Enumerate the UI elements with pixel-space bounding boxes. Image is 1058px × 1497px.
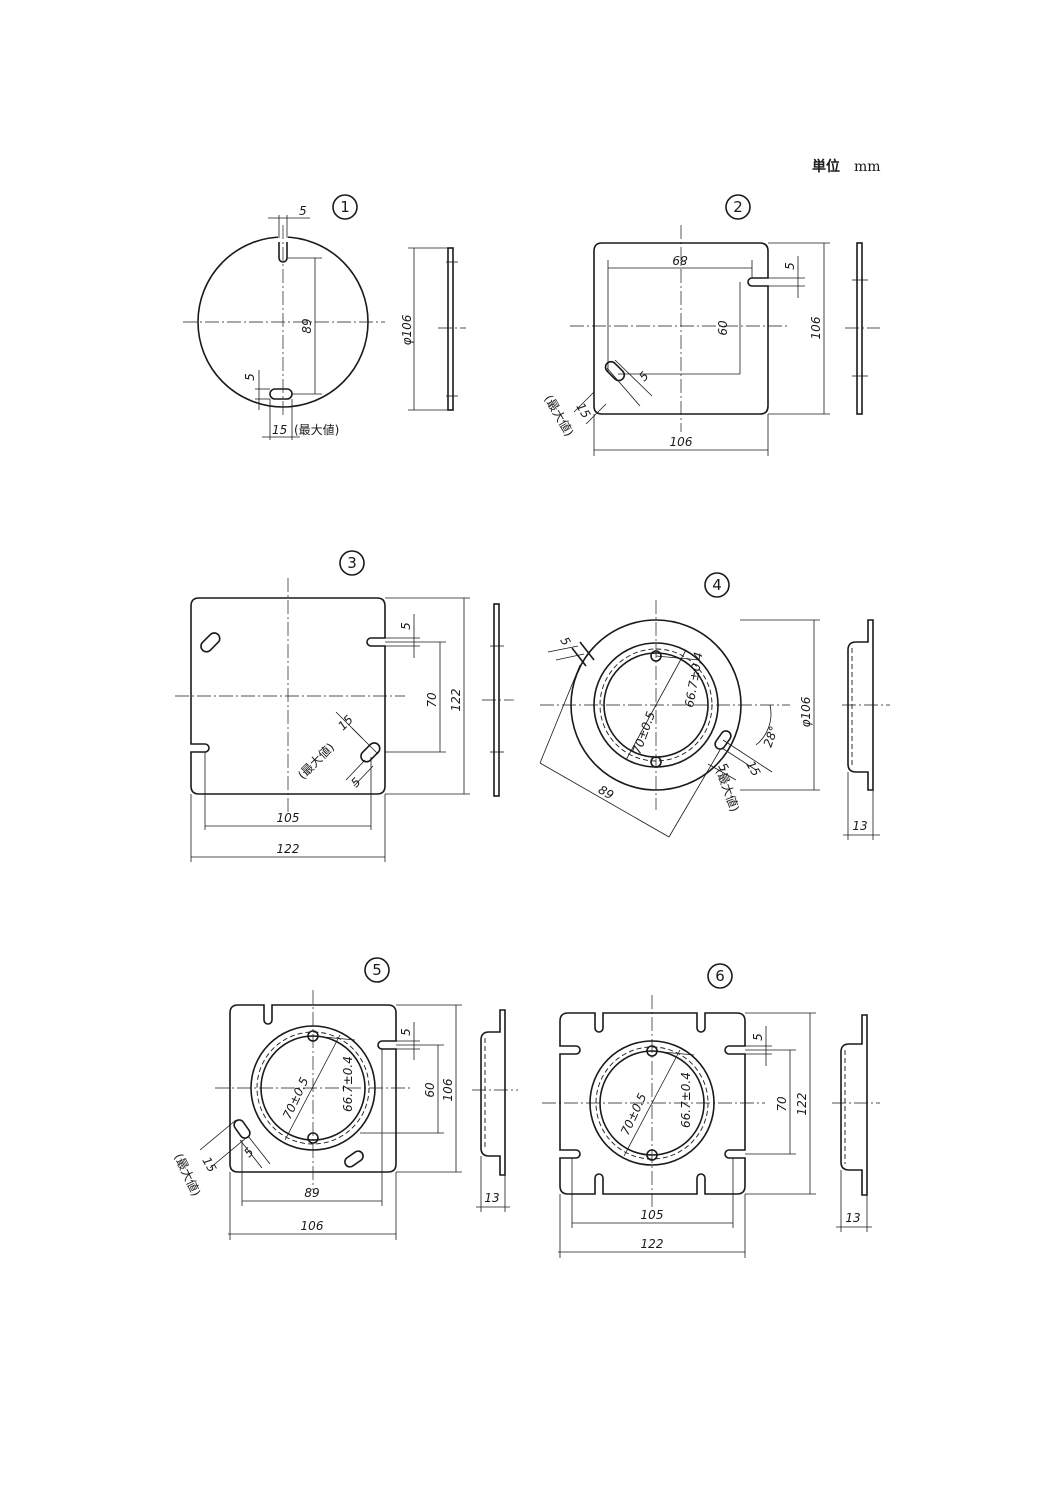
figure-4-number-circle [704, 572, 730, 598]
figure-1-number-circle [332, 194, 358, 220]
unit-title: 単位 [812, 159, 840, 175]
figure-5-dim-width: 106 [301, 1219, 324, 1233]
figure-6-dim-bolt-spacing: 66.7±0.4 [679, 1072, 693, 1128]
figure-6-dim-height: 122 [795, 1093, 809, 1116]
figure-2-note: (最大値) [541, 392, 577, 439]
figure-6-dim-width: 122 [641, 1237, 664, 1251]
figure-5-dim-slot-length: 15 [199, 1155, 219, 1175]
figure-1-dim-slot-length: 15 [272, 423, 287, 437]
figure-2-number-circle [725, 194, 751, 220]
figure-3-dim-slot-length: 15 [335, 712, 356, 733]
figure-2-number: 2 [733, 198, 743, 216]
figure-3-note: (最大値) [295, 739, 338, 782]
figure-4-dim-slot-width: 5 [557, 635, 573, 649]
figure-1-bottom-hole [269, 388, 293, 400]
figure-2-dim-height: 106 [809, 316, 823, 339]
figure-3: 3 5 70 122 15 (最大値) [175, 550, 514, 862]
figure-6: 6 66.7±0.4 70±0.5 5 70 [542, 963, 880, 1258]
unit-label: 単位 mm [812, 156, 881, 176]
figure-5: 5 66.7±0.4 70±0.5 5 60 [171, 957, 518, 1240]
figure-1-number: 1 [340, 198, 350, 216]
figure-1-dim-slot-spacing: 89 [300, 318, 314, 333]
figure-4-dim-opening: 70±0.5 [630, 709, 658, 756]
figure-4-dim-slot-spacing: 89 [596, 783, 616, 803]
figure-2-dim-hole-spacing: 89 [672, 253, 687, 267]
figure-6-side-view [840, 1014, 868, 1196]
figure-1: 1 5 89 5 [183, 194, 466, 440]
figure-6-dim-slot-width: 5 [751, 1033, 765, 1041]
figure-6-dim-slot-spacing-v: 70 [775, 1096, 789, 1112]
figure-1-dim-offset: 5 [243, 373, 257, 381]
figure-2-side-view [856, 242, 863, 415]
figure-2: 2 89 5 60 106 [541, 194, 880, 456]
figure-5-hole-bl [233, 1119, 251, 1139]
figure-4-dim-angle: 28° [761, 724, 781, 749]
figure-4-note: (最大値) [713, 766, 743, 814]
figure-5-number-circle [364, 957, 390, 983]
figure-1-side-view [447, 247, 454, 411]
figure-3-number-circle [339, 550, 365, 576]
figure-5-dim-bolt-spacing: 66.7±0.4 [341, 1056, 355, 1112]
figure-3-plate [190, 597, 386, 795]
figure-4-side-view [847, 619, 874, 791]
figure-4-number: 4 [712, 576, 722, 594]
figure-5-number: 5 [372, 961, 382, 979]
figure-2-dim-width: 106 [670, 435, 693, 449]
figure-6-dim-inner-width: 105 [641, 1208, 664, 1222]
figure-3-dim-slot-width-b: 5 [348, 775, 363, 790]
figure-5-dim-depth: 13 [484, 1191, 499, 1205]
figure-1-dim-slot-width: 5 [299, 204, 307, 218]
figure-5-dim-slot-width: 5 [399, 1028, 413, 1036]
figure-6-dim-opening: 70±0.5 [618, 1091, 649, 1137]
figure-2-dim-hole-vertical: 60 [716, 320, 730, 336]
figure-3-dim-width: 122 [277, 842, 300, 856]
figure-2-plate [593, 242, 769, 415]
figure-3-dim-height: 122 [449, 689, 463, 712]
figure-1-dim-diameter: φ106 [400, 314, 414, 345]
figure-3-dim-inner-width: 105 [277, 811, 300, 825]
figure-5-side-view [480, 1009, 506, 1176]
figure-5-dim-height: 106 [441, 1078, 455, 1101]
figure-2-dim-slot-width: 5 [783, 262, 797, 270]
figure-3-dim-slot-spacing: 70 [425, 692, 439, 708]
figure-4-dim-diameter: φ106 [799, 696, 813, 727]
figure-3-hole-br [360, 742, 381, 763]
figure-6-number: 6 [715, 967, 725, 985]
figure-5-hole-br [344, 1150, 364, 1168]
figure-3-number: 3 [347, 554, 357, 572]
figure-4-slot-left [571, 641, 595, 667]
figure-6-plate [559, 1012, 746, 1195]
figure-5-dim-slot-spacing: 89 [304, 1186, 319, 1200]
figure-3-hole-tl [200, 632, 221, 653]
figure-2-dim-slot-width-b: 5 [636, 369, 651, 384]
figure-1-note: (最大値) [294, 422, 339, 437]
figure-4: 4 5 66.7±0.4 70±0.5 φ106 [539, 572, 890, 840]
figure-2-dim-slot-length: 15 [573, 401, 593, 421]
unit-value: mm [854, 159, 881, 175]
figure-1-top-slot [278, 240, 288, 263]
figure-3-dim-slot-width: 5 [399, 622, 413, 630]
figure-5-dim-hole-vertical: 60 [423, 1082, 437, 1098]
figure-5-note: (最大値) [171, 1151, 204, 1198]
figure-6-number-circle [707, 963, 733, 989]
figure-2-corner-hole [604, 360, 626, 382]
figure-4-dim-depth: 13 [852, 819, 867, 833]
figure-6-dim-depth: 13 [845, 1211, 860, 1225]
